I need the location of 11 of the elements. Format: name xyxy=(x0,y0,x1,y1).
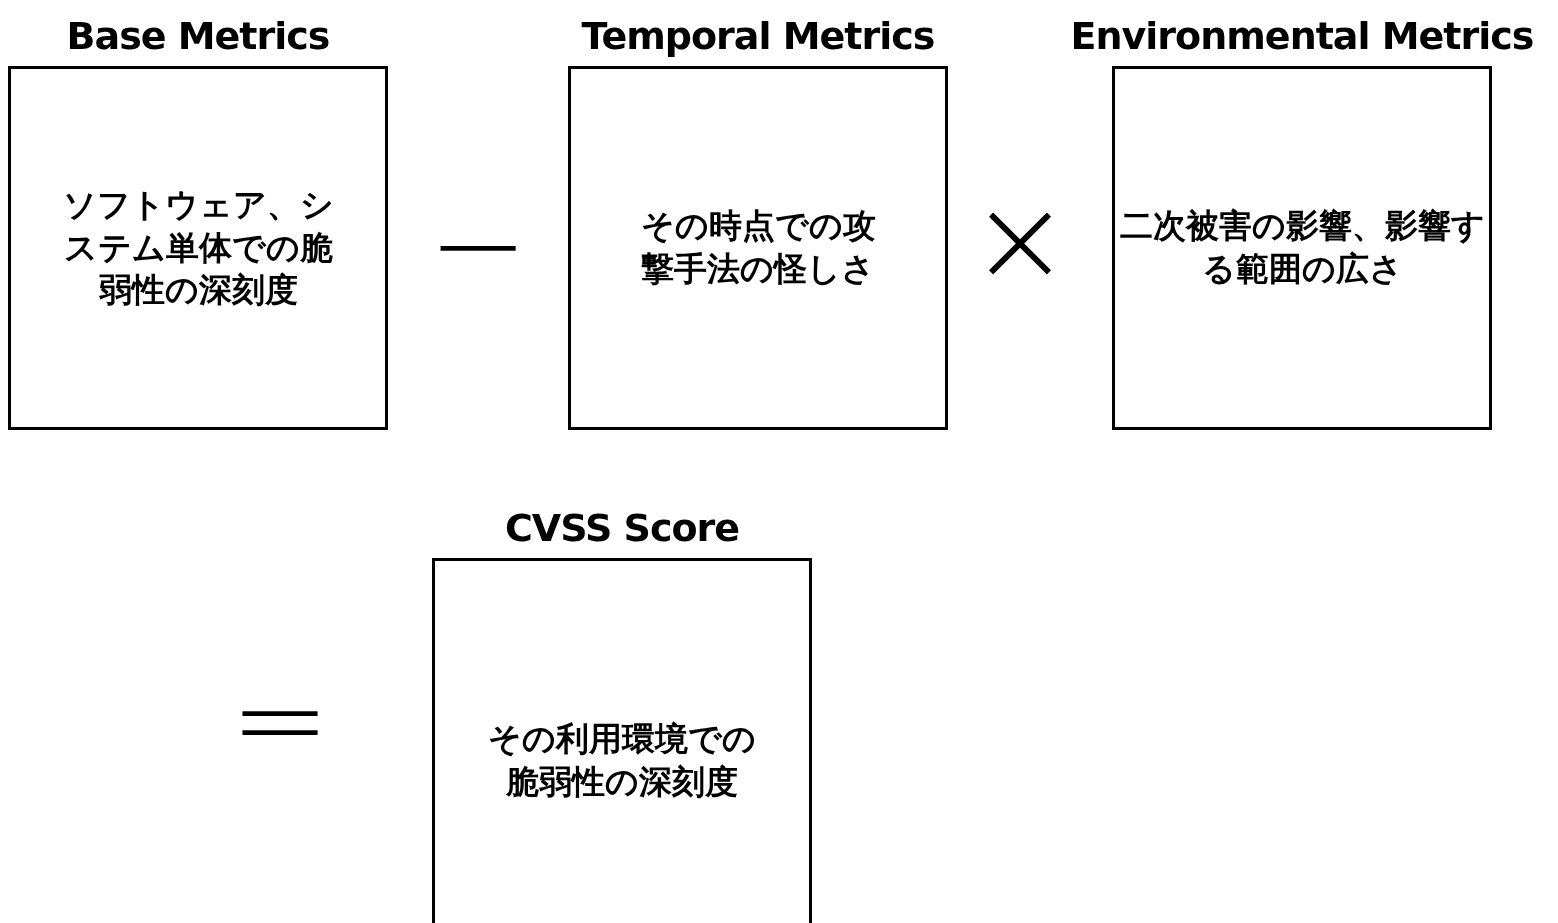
operator-sign: − xyxy=(427,185,529,305)
description-text: その時点での攻撃手法の怪しさ xyxy=(639,205,877,290)
description-text: 二次被害の影響、影響する範囲の広さ xyxy=(1118,205,1486,290)
metric-heading: Temporal Metrics xyxy=(580,13,936,60)
metric-heading: CVSS Score xyxy=(503,505,741,552)
metric-heading: Environmental Metrics xyxy=(1069,13,1535,60)
description-text: その利用環境での脆弱性の深刻度 xyxy=(487,717,757,803)
operator-sign: × xyxy=(969,180,1071,300)
description-text: ソフトウェア、システム単体での脆弱性の深刻度 xyxy=(61,183,335,312)
operator-sign: = xyxy=(229,660,331,780)
metric-heading: Base Metrics xyxy=(65,13,331,60)
